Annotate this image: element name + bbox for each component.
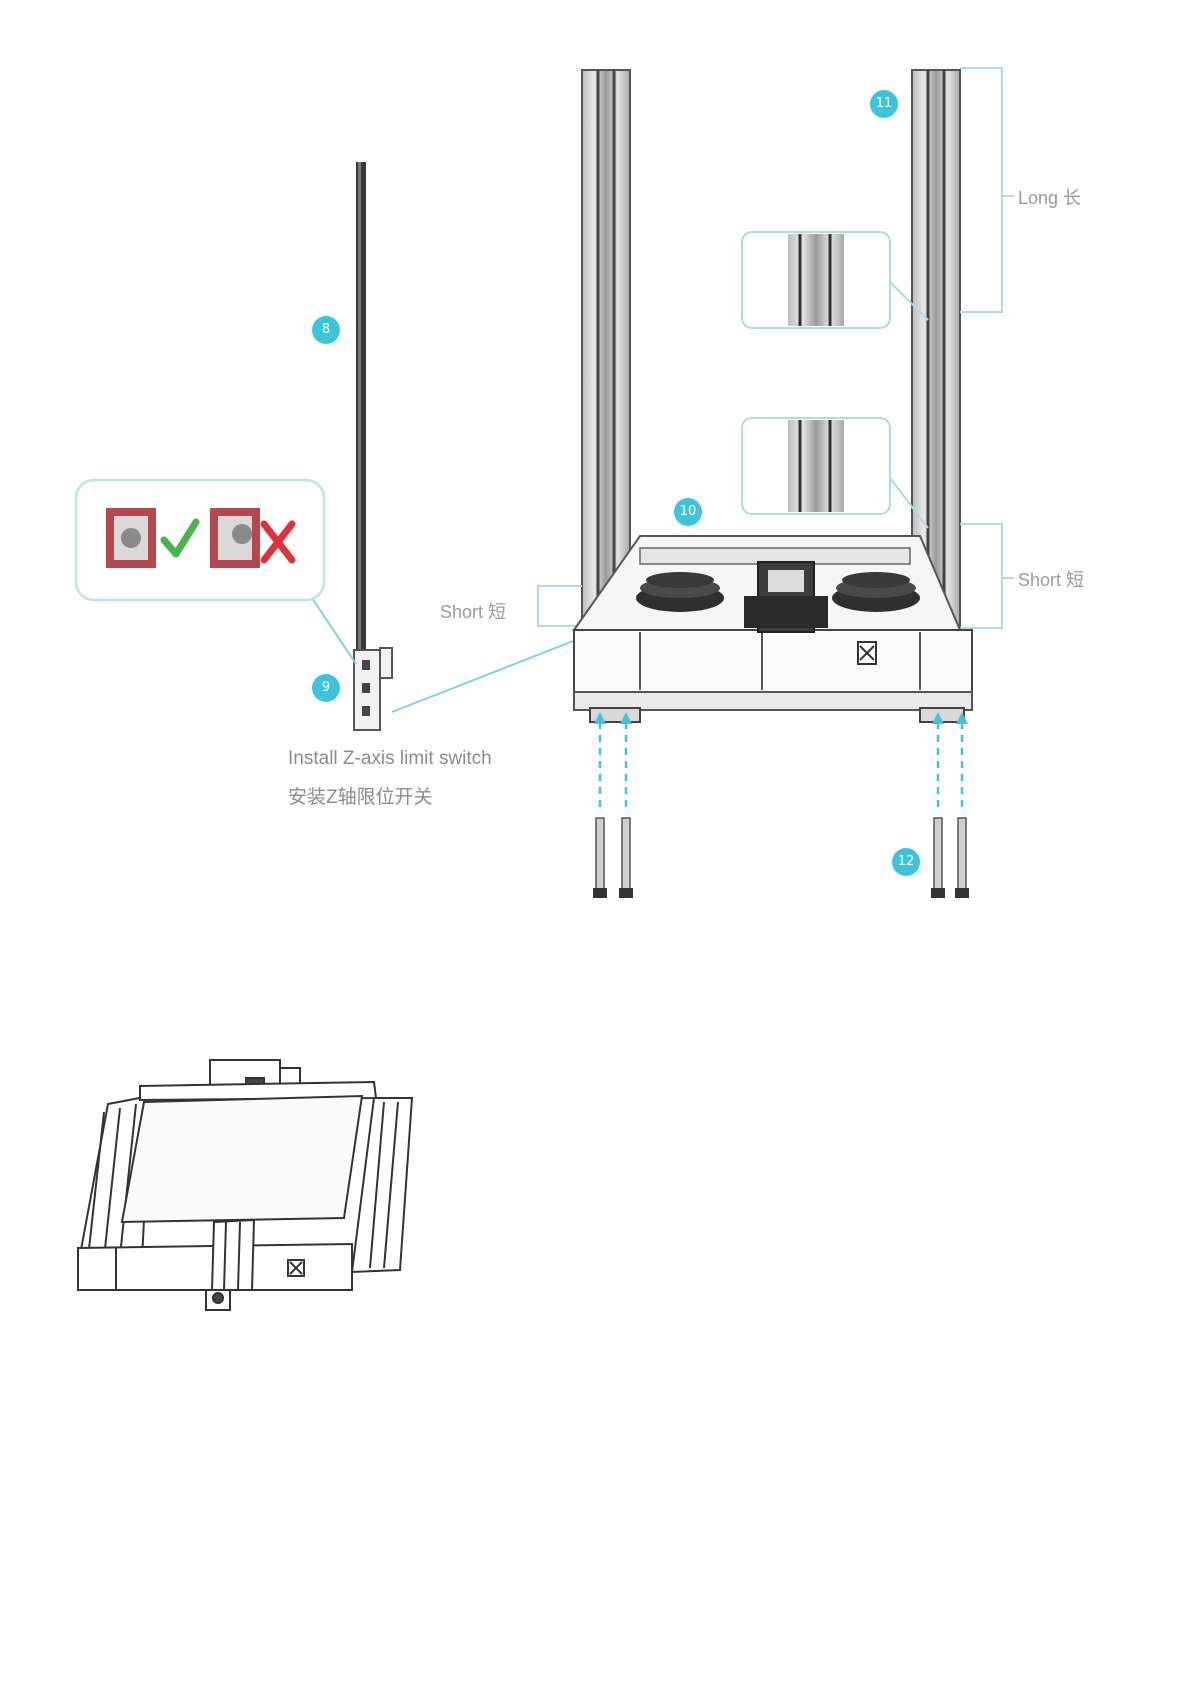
z-axis-lead-rod xyxy=(356,162,366,652)
step-badge-12: 12 xyxy=(892,848,920,876)
screw-guide-arrowheads xyxy=(594,712,968,724)
isometric-base-sketch xyxy=(78,1060,412,1310)
limit-switch-wrong-image xyxy=(210,508,260,568)
profile-detail-lower xyxy=(742,418,928,528)
long-label: Long 长 xyxy=(1018,184,1081,210)
long-bracket xyxy=(960,68,1014,312)
inset-leader-line xyxy=(308,592,356,664)
short-bracket-right xyxy=(960,524,1014,628)
orientation-inset xyxy=(76,480,324,600)
front-logo-mark xyxy=(858,642,876,664)
right-pulley-cluster xyxy=(832,572,920,612)
step-badge-10: 10 xyxy=(674,498,702,526)
step-badge-8: 8 xyxy=(312,316,340,344)
step-badge-9: 9 xyxy=(312,674,340,702)
caption-english: Install Z-axis limit switch xyxy=(288,748,492,770)
switch-leader-line xyxy=(392,636,586,712)
left-vertical-profile xyxy=(582,70,630,630)
profile-detail-upper xyxy=(742,232,928,328)
short-label-left: Short 短 xyxy=(440,598,506,624)
step-badge-11: 11 xyxy=(870,90,898,118)
short-bracket-left xyxy=(538,586,582,626)
z-limit-switch-bracket xyxy=(354,648,392,730)
left-pulley-cluster xyxy=(636,572,724,612)
screw-guides xyxy=(600,722,962,810)
short-label-right: Short 短 xyxy=(1018,566,1084,592)
limit-switch-correct-image xyxy=(106,508,156,568)
caption-chinese: 安装Z轴限位开关 xyxy=(288,782,433,809)
